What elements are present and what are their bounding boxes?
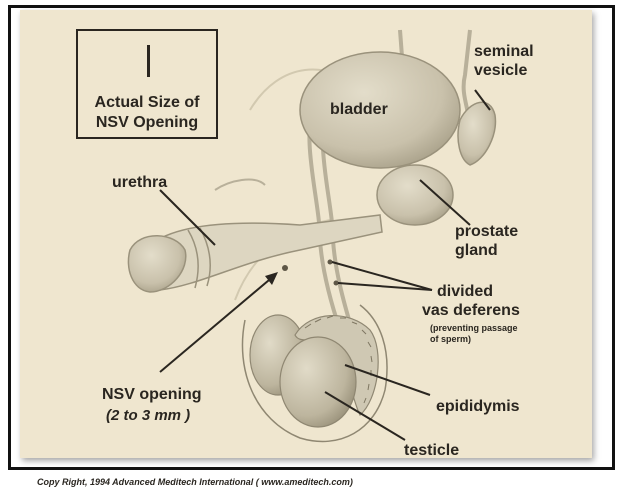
label-vas-note-2: of sperm) [430,334,471,345]
label-nsv-size: (2 to 3 mm ) [106,406,190,425]
label-epididymis: epididymis [436,397,520,416]
actual-size-line2: NSV Opening [78,113,216,132]
prostate-shape [377,165,453,225]
seminal-vesicle-shape [458,102,495,165]
testicle-shape [280,337,356,427]
nsv-opening-mark [282,265,288,271]
vas-cut-mark-1 [328,260,333,265]
label-testicle: testicle [404,441,459,460]
label-bladder: bladder [330,100,388,119]
label-nsv-opening: NSV opening [102,385,202,404]
vas-cut-mark-2 [334,281,339,286]
label-seminal: seminal [474,42,534,61]
label-urethra: urethra [112,173,167,192]
actual-size-mark [147,45,150,77]
label-vas-deferens: vas deferens [422,301,520,320]
label-gland: gland [455,241,498,260]
copyright-notice: Copy Right, 1994 Advanced Meditech Inter… [37,477,353,487]
actual-size-box: Actual Size of NSV Opening [76,29,218,139]
label-vas-note-1: (preventing passage [430,323,518,334]
label-vesicle: vesicle [474,61,527,80]
label-prostate: prostate [455,222,518,241]
actual-size-line1: Actual Size of [78,93,216,112]
label-divided: divided [437,282,493,301]
